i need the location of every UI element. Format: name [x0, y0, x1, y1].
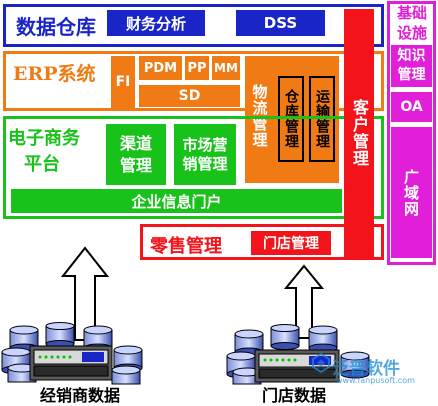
enterprise-portal-bar: 企业信息门户 — [11, 189, 342, 213]
knowledge-label: 知识管理 — [397, 48, 426, 83]
sd-block: SD — [139, 85, 240, 107]
dss-block: DSS — [236, 10, 325, 36]
marketing-label: 市场营销管理 — [182, 135, 228, 173]
data-warehouse-title: 数据仓库 — [16, 14, 96, 39]
knowledge-block: 知识管理 — [391, 45, 432, 87]
ecommerce-title-2: 平台 — [24, 154, 60, 175]
ecommerce-box — [3, 116, 384, 219]
fanpu-logo-icon — [310, 352, 332, 374]
channel-label: 渠道管理 — [119, 133, 152, 175]
data-warehouse-box — [3, 4, 384, 47]
store-management-block: 门店管理 — [251, 231, 331, 255]
erp-box — [3, 51, 384, 111]
pdm-block: PDM — [139, 56, 182, 80]
pp-block: PP — [185, 56, 209, 80]
channel-block: 渠道管理 — [106, 124, 166, 185]
watermark-text: 泛普软件 — [332, 359, 400, 379]
financial-analysis-block: 财务分析 — [107, 10, 205, 36]
retail-box — [140, 224, 384, 260]
ecommerce-title-1: 电子商务 — [8, 128, 80, 149]
dealer-data-caption: 经销商数据 — [39, 386, 120, 405]
infrastructure-box — [387, 1, 436, 265]
oa-block: OA — [391, 92, 432, 122]
infrastructure-title-text: 基础设施 — [396, 4, 427, 42]
fi-block: FI — [111, 56, 135, 108]
transport-block: 运输管理 — [309, 76, 335, 162]
warehouse-block: 仓库管理 — [278, 76, 304, 162]
wan-block: 广域网 — [391, 127, 432, 258]
upward-arrow-right-icon — [284, 264, 324, 340]
infrastructure-title: 基础设施 — [390, 2, 434, 44]
watermark-url: www.fanpusoft.com — [336, 376, 415, 385]
erp-title: ERP系统 — [13, 63, 96, 85]
store-data-caption: 门店数据 — [261, 386, 326, 405]
marketing-block: 市场营销管理 — [174, 124, 236, 185]
dealer-database-cluster-icon — [0, 322, 148, 390]
store-database-cluster-icon — [225, 322, 373, 390]
retail-title: 零售管理 — [150, 236, 222, 257]
customer-management-bar: 客户管理 — [344, 9, 374, 257]
mm-block: MM — [212, 56, 240, 80]
